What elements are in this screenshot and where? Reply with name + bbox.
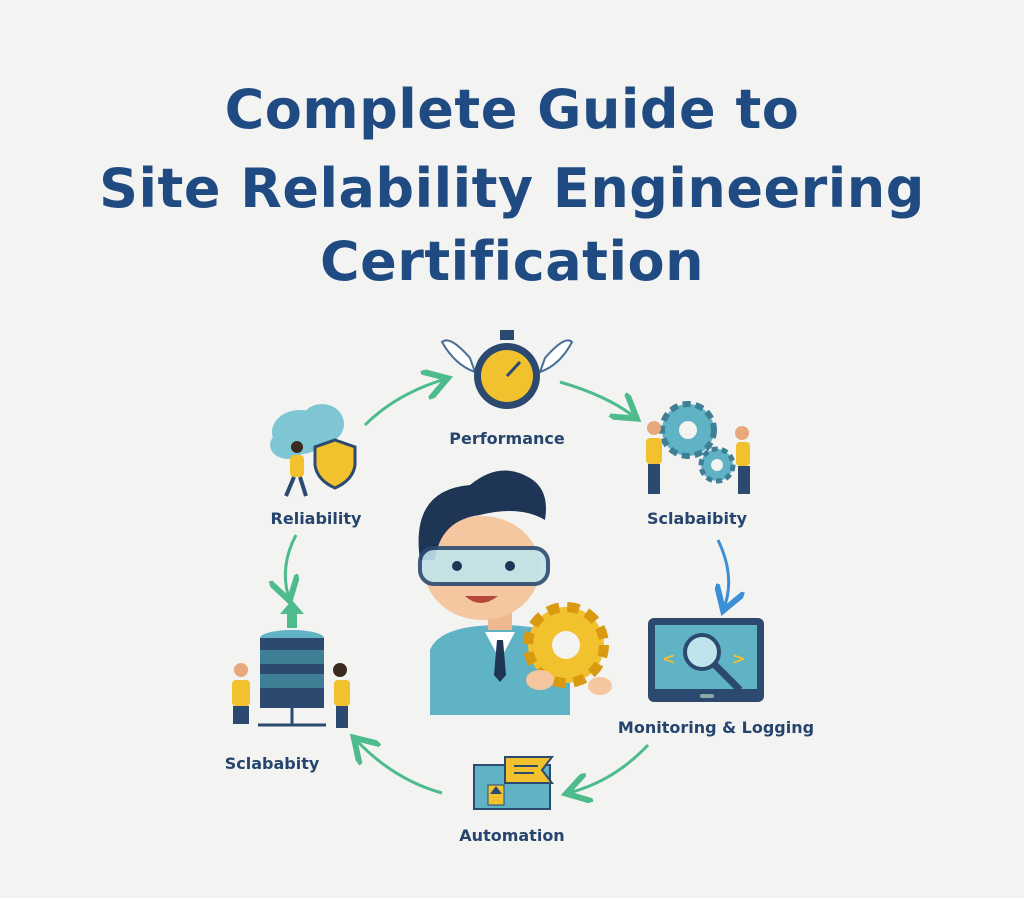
arrow-reliability-to-performance — [363, 380, 442, 427]
automation-icon — [473, 756, 555, 810]
svg-text:>: > — [732, 649, 745, 668]
monitor-magnifier-icon: < > — [648, 618, 764, 702]
engineer-character-illustration — [418, 470, 612, 715]
label-performance: Performance — [449, 429, 565, 448]
svg-text:<: < — [662, 649, 675, 668]
title-line-1: Complete Guide to — [224, 78, 800, 141]
label-scalability-right: Sclabaibity — [646, 509, 748, 528]
gears-team-icon — [646, 401, 750, 494]
label-monitoring-logging: Monitoring & Logging — [617, 718, 815, 737]
title-line-3: Certification — [319, 230, 705, 293]
label-reliability: Reliability — [270, 509, 362, 528]
label-automation: Automation — [459, 826, 565, 845]
cloud-shield-icon — [270, 404, 357, 497]
stopwatch-icon — [440, 330, 574, 409]
label-scalability-left: Sclababity — [224, 754, 320, 773]
arrow-scalability-to-monitoring — [718, 539, 729, 605]
server-team-icon — [232, 600, 350, 728]
arrow-performance-to-scalability — [559, 380, 632, 415]
arrow-monitoring-to-automation — [572, 743, 650, 792]
arrow-scalability-to-reliability — [285, 534, 296, 595]
arrow-automation-to-scalability — [358, 742, 443, 795]
title-line-2: Site Relability Engineering — [99, 157, 925, 220]
